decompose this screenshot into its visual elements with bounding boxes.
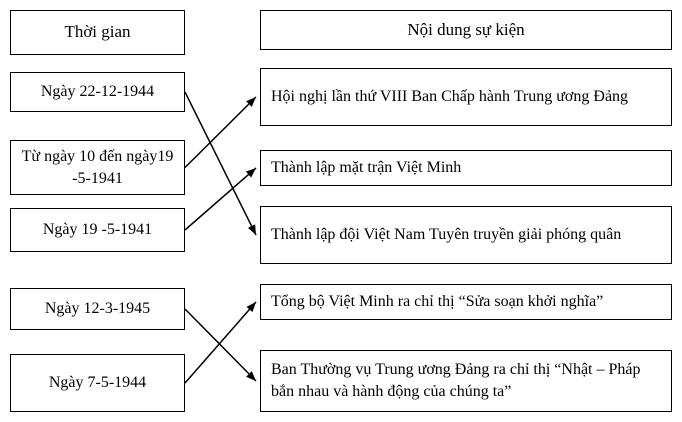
event-box-0: Hội nghị lần thứ VIII Ban Chấp hành Trun…: [260, 68, 672, 126]
time-box-3: Ngày 12-3-1945: [10, 288, 185, 330]
connection-line-3: [184, 308, 257, 382]
time-box-1: Từ ngày 10 đến ngày19 -5-1941: [10, 140, 185, 195]
event-column-header: Nội dung sự kiện: [260, 10, 672, 50]
event-box-4: Ban Thường vụ Trung ương Đảng ra chỉ thị…: [260, 350, 672, 412]
connection-line-0: [184, 91, 257, 236]
time-column-header: Thời gian: [10, 10, 185, 55]
event-box-2: Thành lập đội Việt Nam Tuyên truyền giải…: [260, 206, 672, 264]
event-box-1: Thành lập mặt trận Việt Minh: [260, 150, 672, 186]
connection-line-2: [184, 167, 257, 231]
time-box-2: Ngày 19 -5-1941: [10, 208, 185, 252]
connection-line-4: [184, 301, 257, 384]
time-box-0: Ngày 22-12-1944: [10, 72, 185, 112]
event-box-3: Tổng bộ Việt Minh ra chỉ thị “Sửa soạn k…: [260, 284, 672, 320]
time-box-4: Ngày 7-5-1944: [10, 354, 185, 412]
connection-line-1: [184, 96, 257, 169]
